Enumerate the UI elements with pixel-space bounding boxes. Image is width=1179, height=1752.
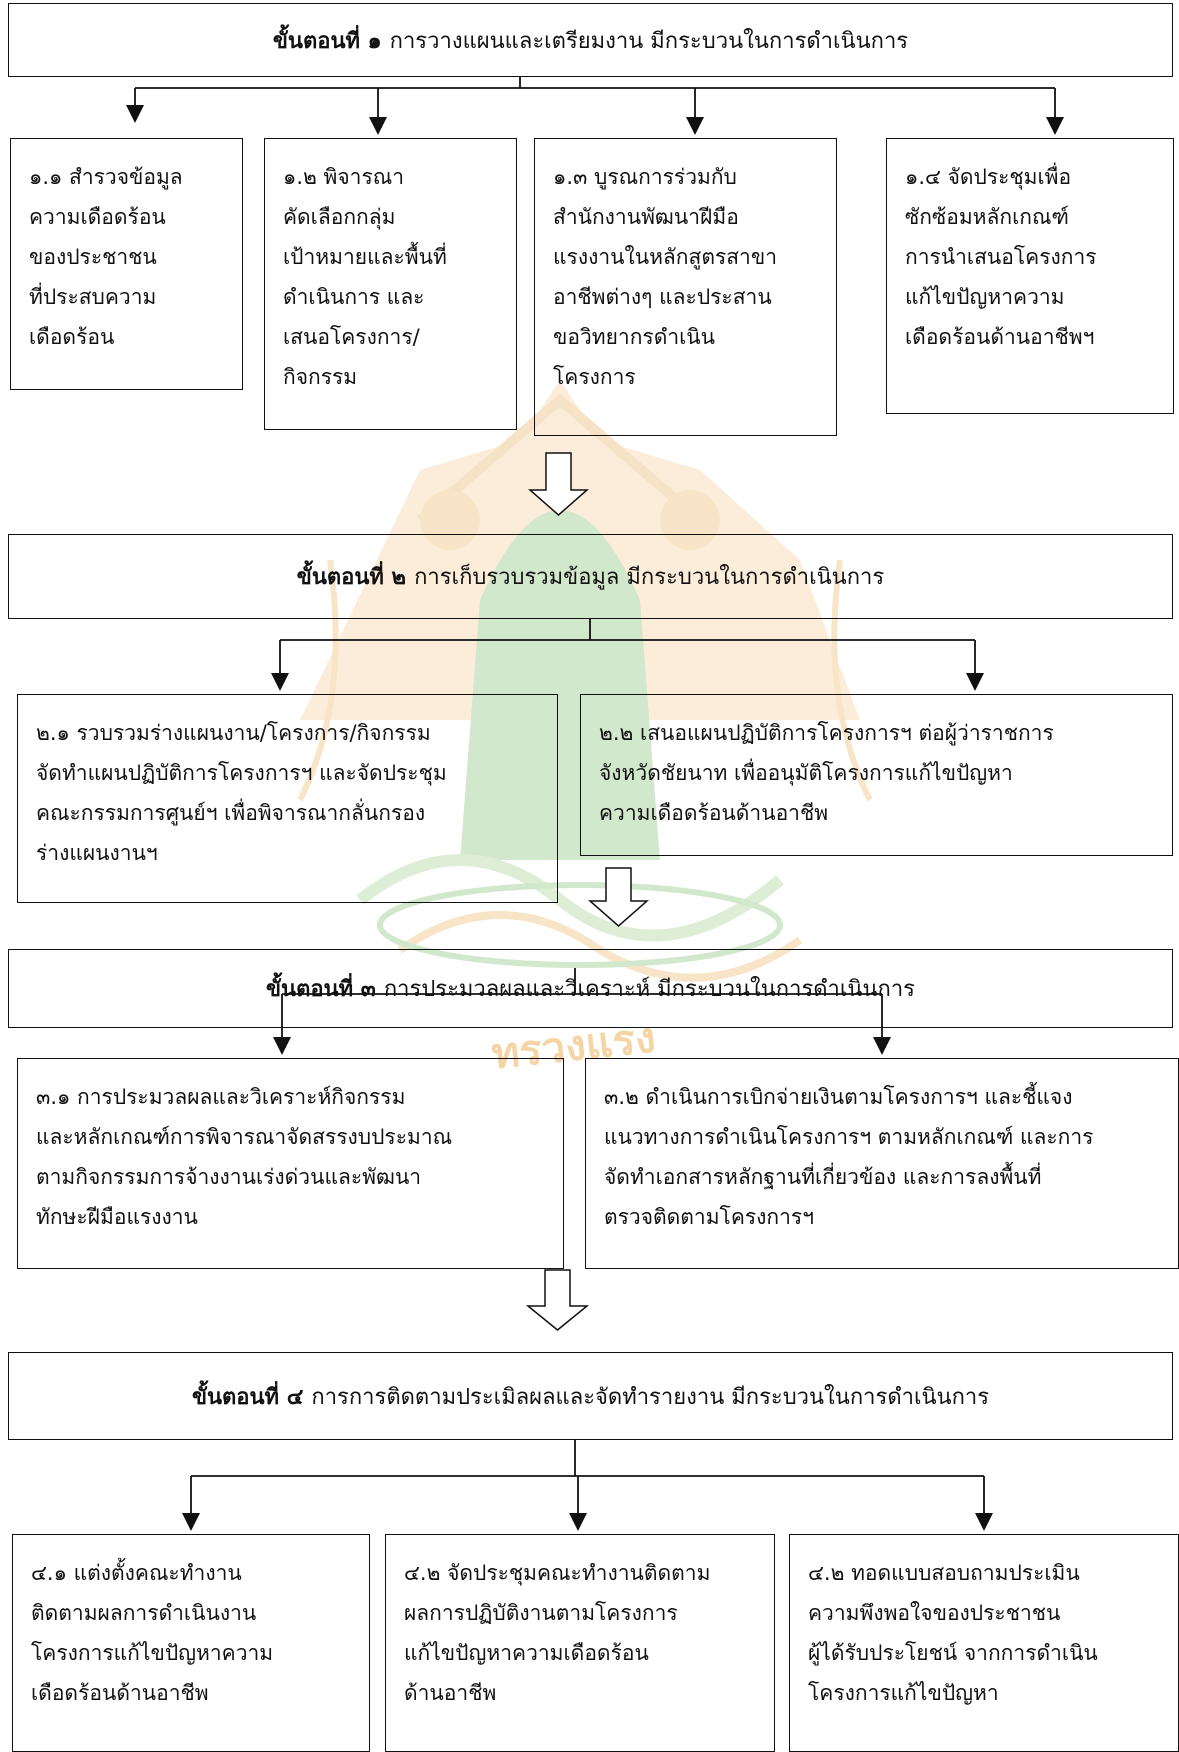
step-2-title: การเก็บรวบรวมข้อมูล มีกระบวนในการดำเนินก… (414, 565, 885, 590)
step-4-header: ขั้นตอนที่ ๔ การการติดตามประเมิลผลและจัด… (8, 1352, 1173, 1440)
step-2-item-2: ๒.๒ เสนอแผนปฏิบัติการโครงการฯ ต่อผู้ว่าร… (580, 694, 1173, 856)
step-1-header: ขั้นตอนที่ ๑ การวางแผนและเตรียมงาน มีกระ… (8, 3, 1173, 77)
step-4-item-1: ๔.๑ แต่งตั้งคณะทำงาน ติดตามผลการดำเนินงา… (12, 1534, 370, 1752)
step-2-header: ขั้นตอนที่ ๒ การเก็บรวบรวมข้อมูล มีกระบว… (8, 534, 1173, 619)
step-4-item-3: ๔.๒ ทอดแบบสอบถามประเมิน ความพึงพอใจของปร… (789, 1534, 1179, 1752)
step-1-item-3: ๑.๓ บูรณการร่วมกับ สำนักงานพัฒนาฝีมือ แร… (534, 138, 837, 436)
step-4-item-2: ๔.๒ จัดประชุมคณะทำงานติดตาม ผลการปฏิบัติ… (385, 1534, 775, 1752)
step-3-item-1: ๓.๑ การประมวลผลและวิเคราะห์กิจกรรม และหล… (17, 1058, 564, 1269)
step-1-item-1: ๑.๑ สำรวจข้อมูล ความเดือดร้อน ของประชาชน… (10, 138, 243, 390)
step-1-label: ขั้นตอนที่ ๑ (272, 28, 382, 54)
step-2-label: ขั้นตอนที่ ๒ (296, 565, 407, 590)
step-3-header: ขั้นตอนที่ ๓ การประมวลผลและวิเคราะห์ มีก… (8, 949, 1173, 1028)
step-1-title: การวางแผนและเตรียมงาน มีกระบวนในการดำเนิ… (389, 28, 909, 54)
step-4-label: ขั้นตอนที่ ๔ (191, 1384, 304, 1410)
step-1-item-2: ๑.๒ พิจารณา คัดเลือกกลุ่ม เป้าหมายและพื้… (264, 138, 517, 430)
step-2-item-1: ๒.๑ รวบรวมร่างแผนงาน/โครงการ/กิจกรรม จัด… (17, 694, 558, 903)
step-3-item-2: ๓.๒ ดำเนินการเบิกจ่ายเงินตามโครงการฯ และ… (585, 1058, 1179, 1269)
down-arrow-1 (528, 452, 589, 516)
step-3-title: การประมวลผลและวิเคราะห์ มีกระบวนในการดำเ… (383, 977, 915, 1002)
step-4-title: การการติดตามประเมิลผลและจัดทำรายงาน มีกร… (311, 1384, 990, 1410)
step-1-item-4: ๑.๔ จัดประชุมเพื่อ ซักซ้อมหลักเกณฑ์ การน… (886, 138, 1174, 414)
down-arrow-2 (588, 867, 649, 927)
step-3-label: ขั้นตอนที่ ๓ (266, 977, 376, 1002)
down-arrow-3 (525, 1269, 590, 1331)
